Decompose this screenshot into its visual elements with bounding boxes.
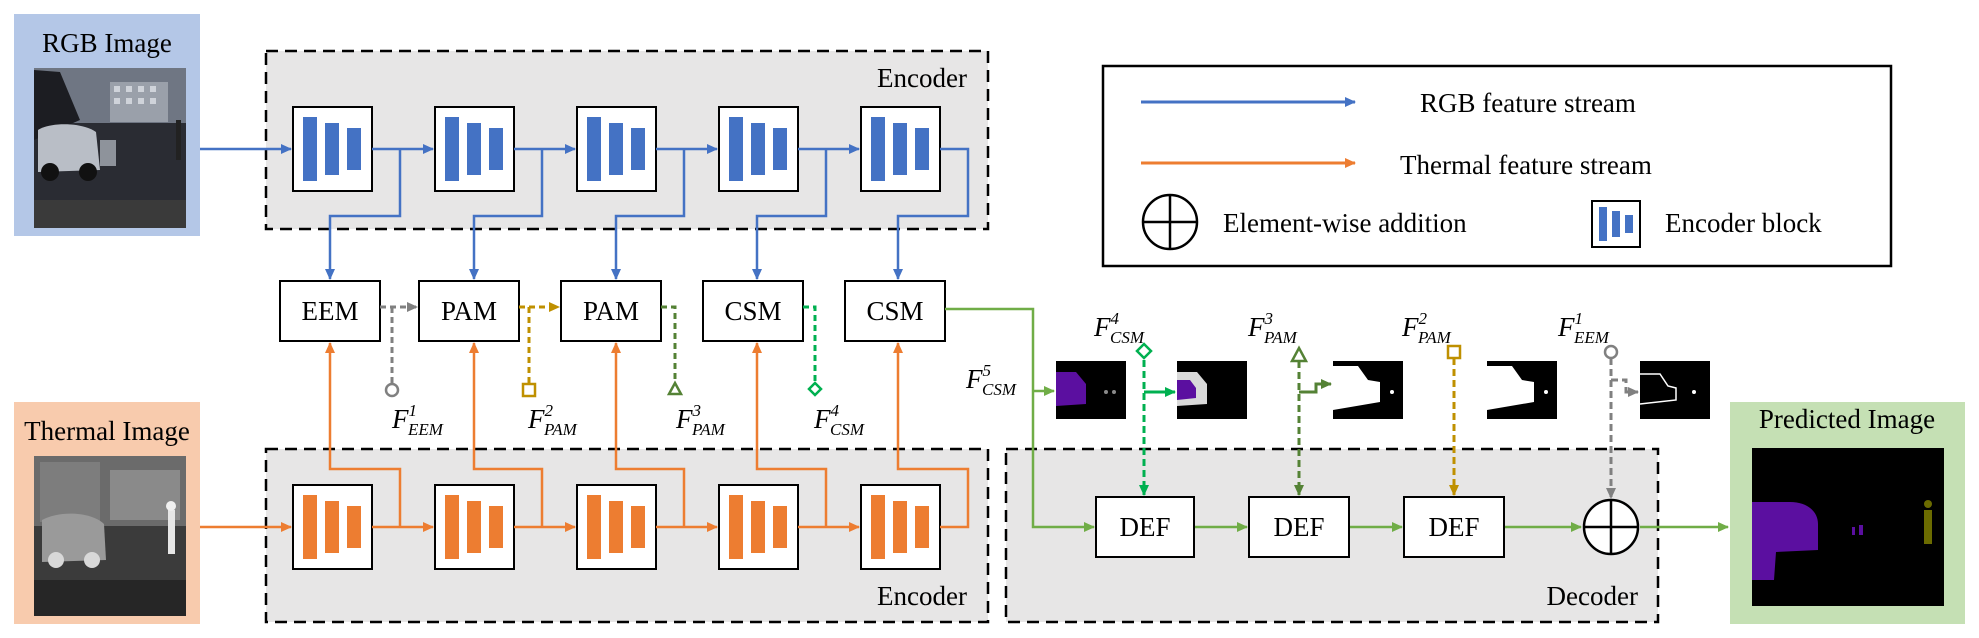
rgb-photo-thumbnail [34, 68, 186, 228]
skip-eem1 [1603, 344, 1639, 499]
legend-encoder-block: Encoder block [1591, 200, 1822, 248]
def-module-1: DEF [1095, 496, 1195, 558]
eem-output [380, 302, 418, 398]
def-modules: DEF DEF DEF [1095, 496, 1505, 558]
pam1-output [519, 302, 560, 398]
feature-map-csm5 [1056, 361, 1126, 419]
feature-map-pam2 [1487, 361, 1557, 419]
rgb-encoder-block-4 [718, 106, 799, 192]
pam-module-2: PAM [560, 280, 662, 342]
thermal-photo-thumbnail [34, 456, 186, 616]
svg-text:DEF: DEF [1273, 512, 1324, 542]
predicted-image-title: Predicted Image [1759, 404, 1935, 434]
thermal-encoder-block-1 [292, 484, 373, 570]
legend: RGB feature stream Thermal feature strea… [1101, 64, 1893, 268]
legend-thermal-stream: Thermal feature stream [1141, 150, 1652, 180]
rgb-encoder-block-5 [860, 106, 941, 192]
skip-pam3 [1289, 345, 1332, 496]
rgb-image-title: RGB Image [42, 28, 172, 58]
svg-text:Thermal feature stream: Thermal feature stream [1400, 150, 1652, 180]
element-wise-addition-node [1582, 498, 1640, 556]
skip-pam2 [1446, 344, 1462, 496]
svg-text:RGB feature stream: RGB feature stream [1420, 88, 1636, 118]
svg-text:EEM: EEM [302, 296, 359, 326]
rgb-encoder-block-3 [576, 106, 657, 192]
thermal-stream-connections [200, 342, 970, 532]
encoder-bottom-label: Encoder [877, 581, 967, 611]
rgb-input-panel: RGB Image [14, 14, 200, 236]
feature-map-pam3 [1333, 361, 1403, 419]
rgb-encoder-blocks [292, 106, 941, 192]
svg-text:CSM: CSM [724, 296, 781, 326]
thermal-encoder-block-4 [718, 484, 799, 570]
predicted-output-panel: Predicted Image [1730, 402, 1965, 624]
segmentation-result-image [1752, 448, 1944, 606]
legend-addition: Element-wise addition [1141, 193, 1467, 251]
pam2-output [661, 305, 684, 396]
feature-map-eem1 [1639, 361, 1710, 419]
thermal-image-title: Thermal Image [24, 416, 190, 446]
decoder-feature-maps [1056, 361, 1710, 419]
decoder-main-path [945, 307, 1729, 532]
svg-text:DEF: DEF [1119, 512, 1170, 542]
def-module-3: DEF [1403, 496, 1505, 558]
eem-module: EEM [279, 280, 381, 342]
svg-text:PAM: PAM [441, 296, 497, 326]
fusion-modules: EEM PAM PAM CSM CSM [279, 280, 946, 342]
csm-module-2: CSM [844, 280, 946, 342]
feature-map-csm4 [1177, 361, 1247, 419]
svg-text:Element-wise addition: Element-wise addition [1223, 208, 1467, 238]
thermal-encoder-blocks [292, 484, 941, 570]
thermal-encoder-block-2 [434, 484, 515, 570]
encoder-top-label: Encoder [877, 63, 967, 93]
svg-text:CSM: CSM [866, 296, 923, 326]
legend-rgb-stream: RGB feature stream [1141, 88, 1636, 118]
rgb-encoder-block-1 [292, 106, 373, 192]
svg-text:DEF: DEF [1428, 512, 1479, 542]
csm1-output [803, 305, 823, 397]
thermal-input-panel: Thermal Image [14, 402, 200, 624]
skip-csm4 [1135, 342, 1176, 496]
svg-text:Encoder block: Encoder block [1665, 208, 1822, 238]
decoder-label: Decoder [1547, 581, 1638, 611]
pam-module-1: PAM [418, 280, 520, 342]
rgb-encoder-block-2 [434, 106, 515, 192]
thermal-encoder-block-5 [860, 484, 941, 570]
def-module-2: DEF [1248, 496, 1350, 558]
csm-module-1: CSM [702, 280, 804, 342]
rgb-stream-connections [200, 144, 970, 280]
svg-text:PAM: PAM [583, 296, 639, 326]
thermal-encoder-block-3 [576, 484, 657, 570]
